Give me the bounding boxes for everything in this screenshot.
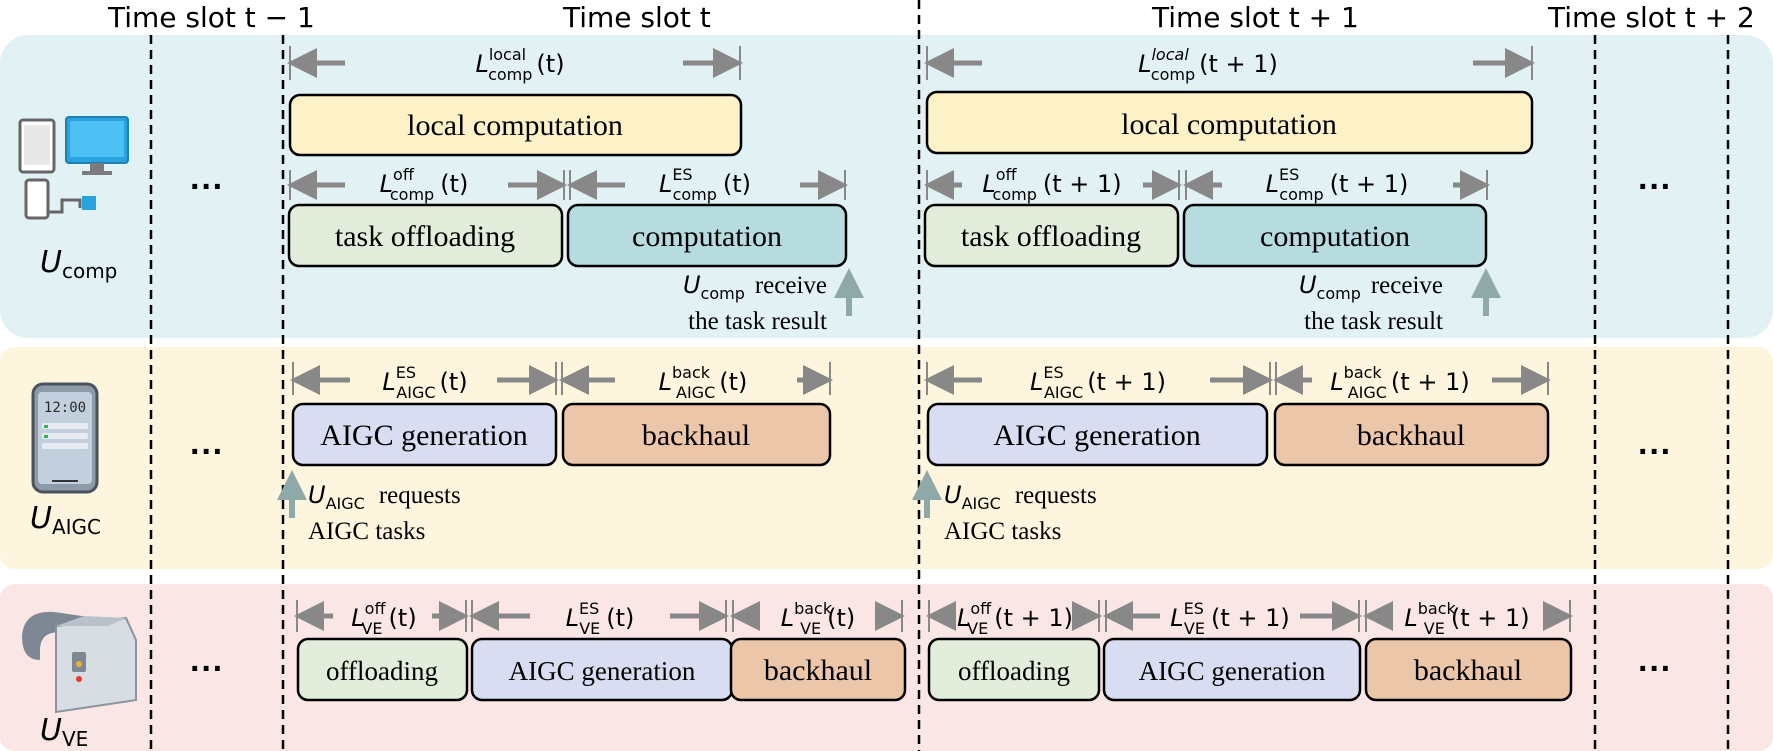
receive-note: the task result: [688, 308, 827, 335]
box-label: backhaul: [764, 654, 872, 687]
box-label: local computation: [407, 109, 623, 142]
box-label: AIGC generation: [509, 656, 696, 686]
computation-box: [1182, 203, 1488, 268]
backhaul-box: [1273, 402, 1550, 467]
aigc-generation-box: [926, 402, 1269, 467]
box-label: AIGC generation: [993, 419, 1200, 452]
ellipsis: ···: [1638, 168, 1672, 206]
box-label: backhaul: [642, 419, 750, 452]
box-label: computation: [1260, 220, 1410, 253]
request-note: AIGC tasks: [308, 518, 425, 545]
time-slot-header: Time slot t + 2: [1547, 1, 1755, 34]
box-label: offloading: [958, 656, 1070, 686]
task-offloading-box: [287, 203, 564, 268]
box-label: AIGC generation: [320, 419, 527, 452]
box-label: backhaul: [1414, 654, 1522, 687]
offloading-box: [296, 637, 469, 702]
devices-icon: [18, 116, 129, 220]
box-label: backhaul: [1357, 419, 1465, 452]
backhaul-box: [729, 637, 907, 702]
receive-note: the task result: [1304, 308, 1443, 335]
ellipsis: ···: [190, 168, 224, 206]
computation-box: [566, 203, 848, 268]
user-label-ve: UVE: [40, 713, 88, 751]
ellipsis: ···: [190, 433, 224, 471]
vr-headset-icon: [22, 611, 137, 714]
ellipsis: ···: [1638, 650, 1672, 688]
lane-aigc-background: [0, 347, 1773, 569]
box-label: computation: [632, 220, 782, 253]
box-label: task offloading: [335, 220, 515, 253]
time-slot-header: Time slot t + 1: [1151, 1, 1359, 34]
ellipsis: ···: [190, 650, 224, 688]
user-label-comp: Ucomp: [40, 245, 117, 283]
aigc-generation-box: [1102, 637, 1362, 702]
phone-time: 12:00: [44, 400, 86, 416]
box-label: local computation: [1121, 108, 1337, 141]
smartphone-icon: 12:00: [31, 382, 99, 494]
user-label-aigc: UAIGC: [30, 501, 101, 539]
lane-comp-background: [0, 35, 1773, 338]
task-offloading-box: [923, 203, 1180, 268]
ellipsis: ···: [1638, 433, 1672, 471]
local-computation-box: [925, 90, 1534, 155]
time-slot-header: Time slot t: [562, 1, 711, 34]
box-label: task offloading: [961, 220, 1141, 253]
offloading-box: [927, 637, 1101, 702]
time-slot-header: Time slot t − 1: [107, 1, 315, 34]
backhaul-box: [561, 402, 832, 467]
request-note: AIGC tasks: [944, 518, 1061, 545]
box-label: offloading: [326, 656, 438, 686]
backhaul-box: [1364, 637, 1573, 702]
local-computation-box: [288, 93, 743, 157]
box-label: AIGC generation: [1139, 656, 1326, 686]
aigc-generation-box: [291, 402, 558, 467]
